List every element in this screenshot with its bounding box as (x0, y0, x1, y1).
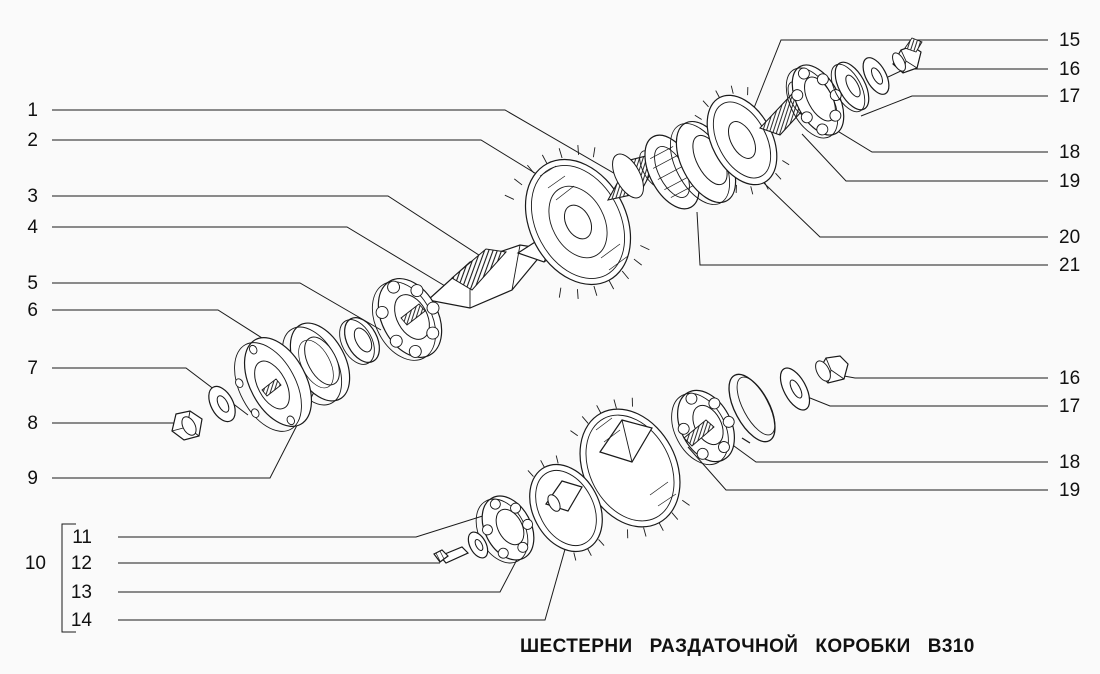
flat-washer-lower (779, 367, 811, 411)
shaft-ball-bearing (785, 64, 845, 139)
intermediate-small-gear (527, 455, 605, 561)
intermediate-washer (467, 531, 489, 559)
callout-number-8: 8 (27, 413, 38, 434)
callout-number-16-lower: 16 (1059, 368, 1081, 389)
callout-number-18: 18 (1059, 142, 1081, 163)
callout-number-20: 20 (1059, 227, 1081, 248)
bearing-cover-flange (234, 337, 313, 432)
snap-ring-lower (728, 373, 776, 444)
callout-number-18-lower: 18 (1059, 452, 1081, 473)
drive-helical-gear (694, 85, 790, 195)
diagram-caption: ШЕСТЕРНИ РАЗДАТОЧНОЙ КОРОБКИ B310 (520, 636, 975, 657)
callout-number-7: 7 (27, 358, 38, 379)
callout-number-17: 17 (1059, 86, 1081, 107)
cover-washer (208, 385, 236, 423)
callout-number-19-lower: 19 (1059, 480, 1081, 501)
main-shaft-assembly (426, 37, 923, 309)
callout-number-16: 16 (1059, 59, 1081, 80)
callout-number-12: 12 (70, 553, 92, 574)
driven-helical-gear (504, 145, 650, 299)
intermediate-large-gear (570, 397, 690, 539)
cover-hex-nut (171, 410, 203, 441)
intermediate-bolt (433, 546, 470, 564)
callout-number-6: 6 (27, 300, 38, 321)
flat-washer-upper (862, 57, 890, 95)
cover-ball-bearing (371, 278, 443, 361)
hex-nut-upper (892, 37, 923, 74)
callout-number-1: 1 (27, 100, 38, 121)
callout-number-19: 19 (1059, 171, 1081, 192)
callout-number-2: 2 (27, 130, 38, 151)
callout-number-14: 14 (70, 610, 92, 631)
group-bracket-10 (61, 523, 76, 633)
callout-number-3: 3 (27, 186, 38, 207)
callout-number-4: 4 (27, 217, 38, 238)
intermediate-shaft-assembly (433, 355, 849, 564)
oil-seal-ring (339, 317, 380, 365)
intermediate-left-bearing (475, 495, 535, 564)
callout-number-13: 13 (70, 582, 92, 603)
callout-number-5: 5 (27, 273, 38, 294)
bearing-cover-assembly (171, 278, 443, 441)
callout-number-17-lower: 17 (1059, 396, 1081, 417)
callout-number-21: 21 (1059, 255, 1081, 276)
hex-nut-lower (815, 355, 849, 384)
spacer-ring-upper (830, 61, 870, 113)
callout-number-10: 10 (24, 553, 46, 574)
callout-number-11: 11 (72, 527, 92, 548)
callout-number-15: 15 (1059, 30, 1081, 51)
intermediate-right-bearing (671, 389, 735, 465)
callout-number-9: 9 (27, 468, 38, 489)
